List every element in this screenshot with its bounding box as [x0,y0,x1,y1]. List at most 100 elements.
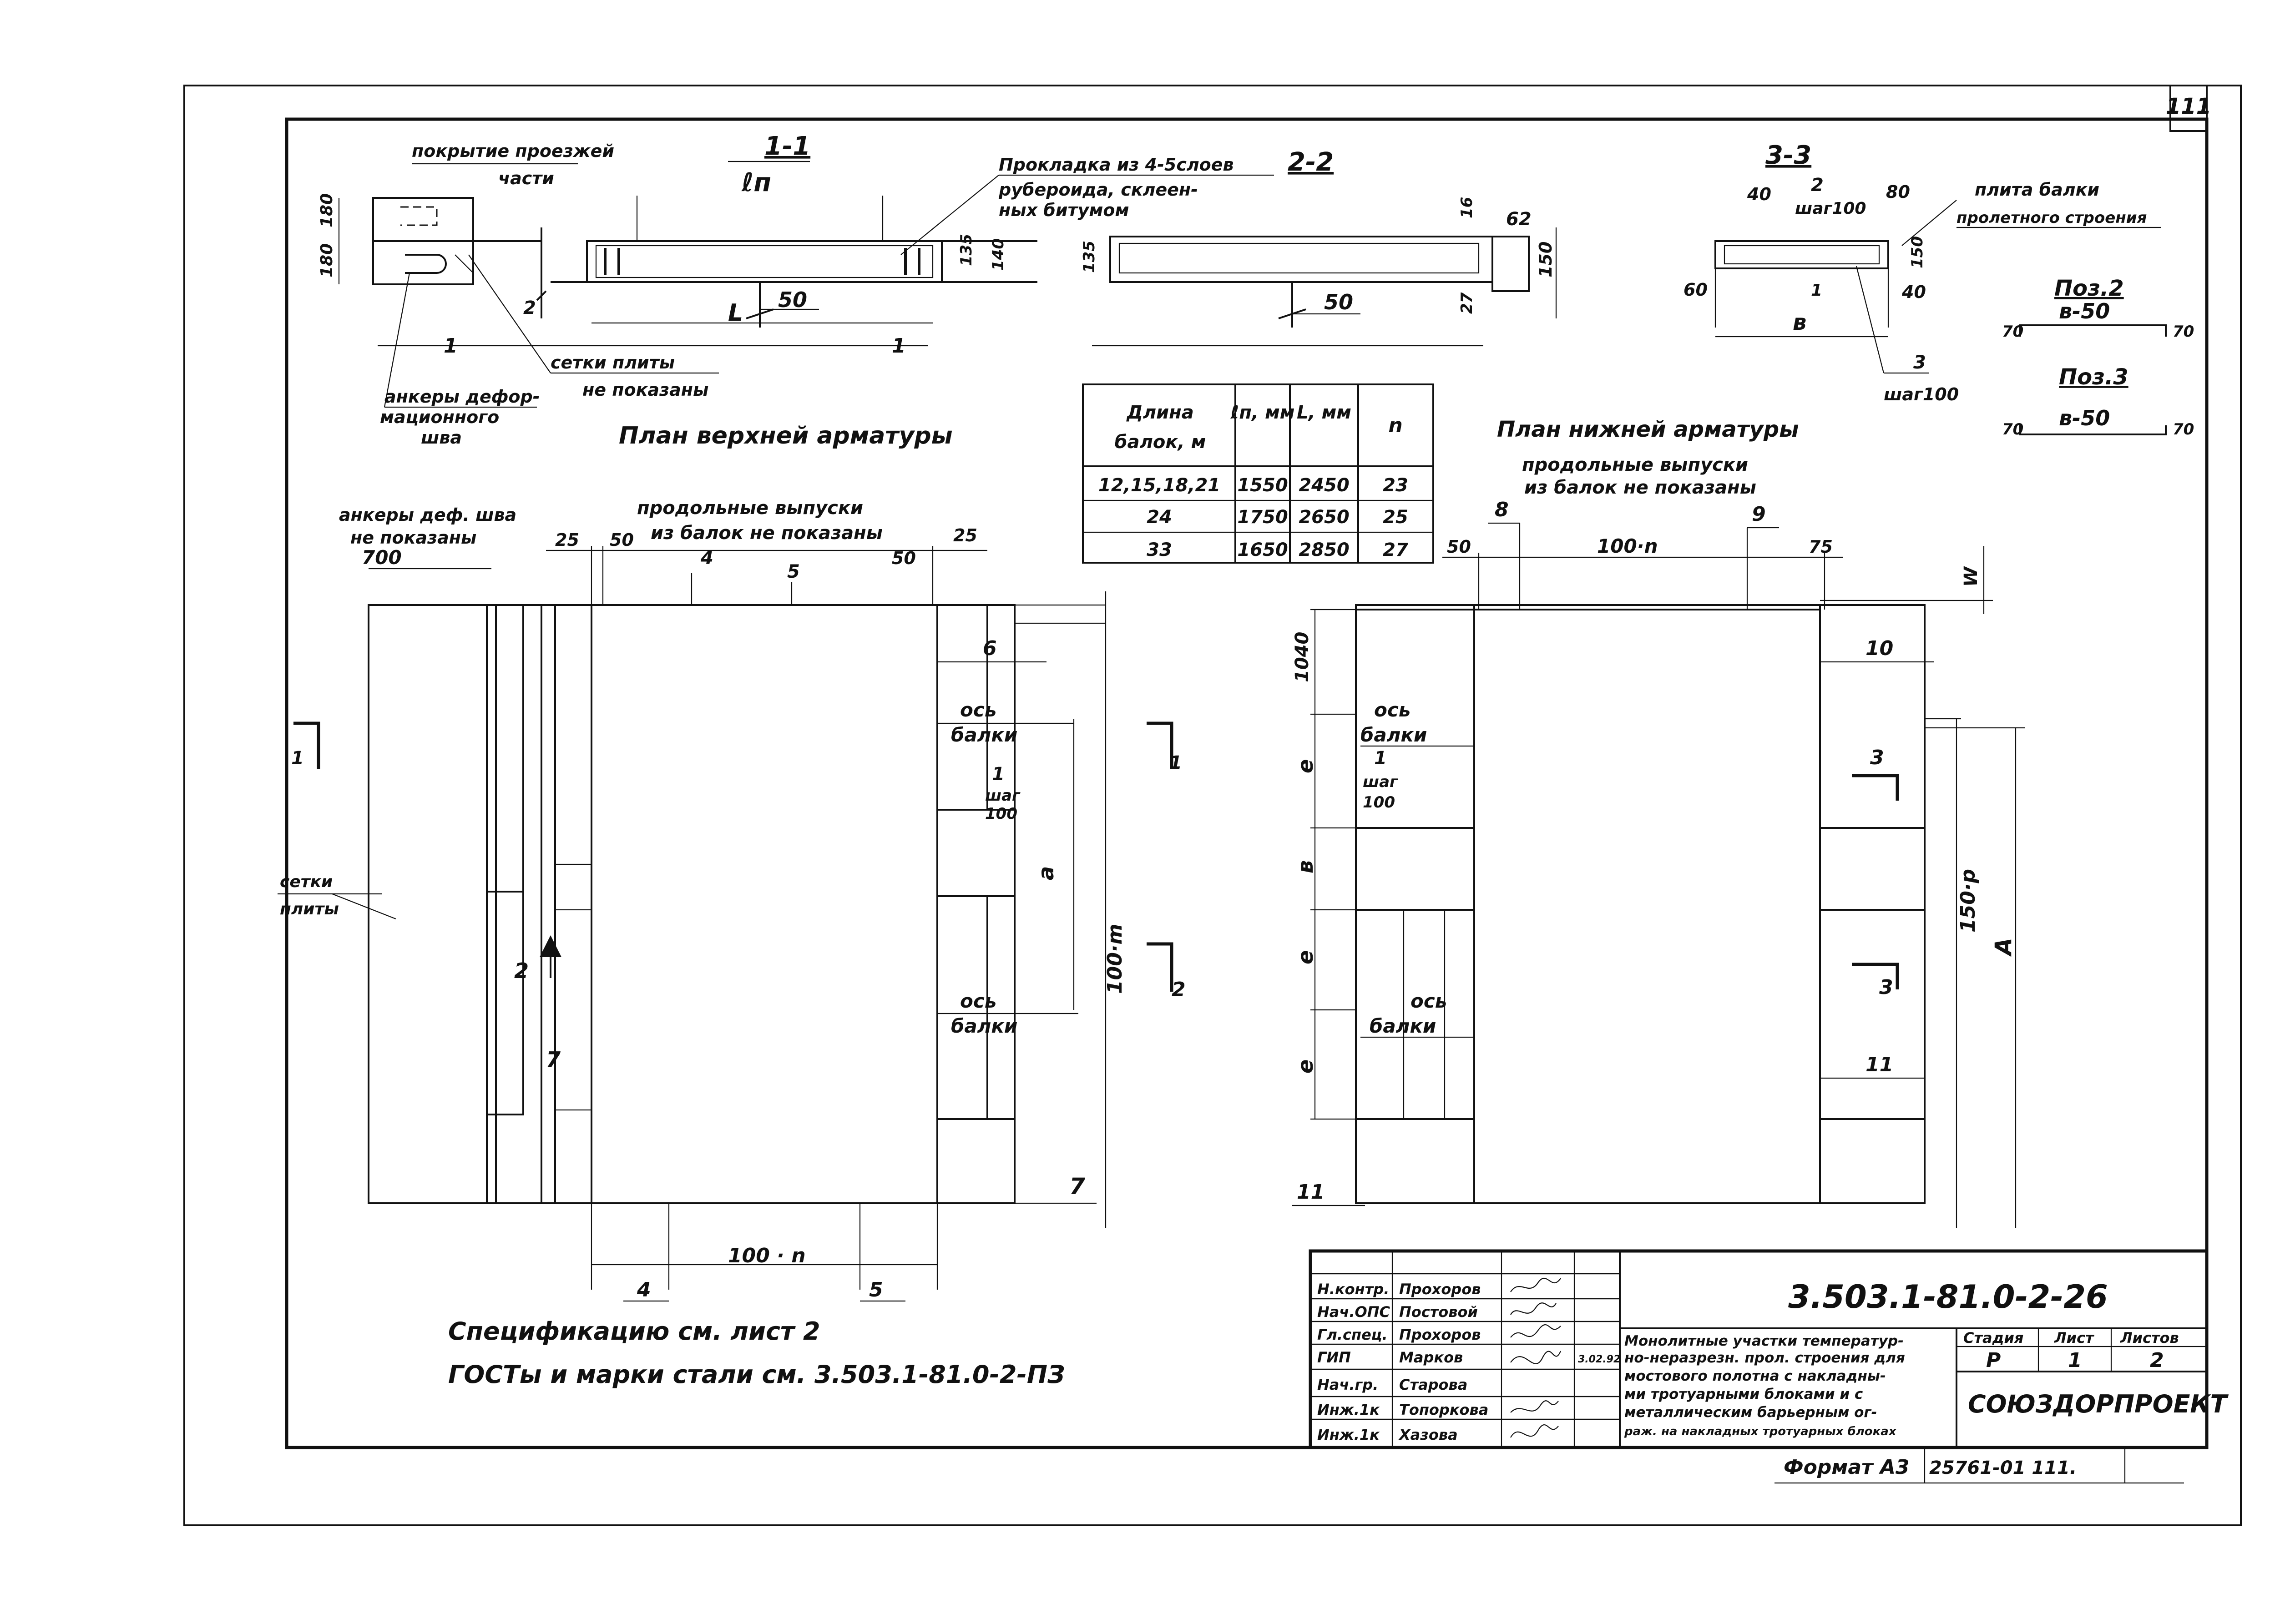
top-axis-1b: балки [951,724,1017,746]
bottom-dim-e1: e [1293,759,1318,773]
dim-180-b: 180 [318,243,336,277]
svg-text:Монолитные участки температур-: Монолитные участки температур- [1624,1333,1904,1349]
svg-text:1550: 1550 [1237,475,1288,496]
pos3-title: Поз.3 [2059,364,2128,390]
name-column: Прохоров Постовой Прохоров Марков Старов… [1398,1281,1488,1443]
svg-text:2850: 2850 [1299,540,1349,560]
anchors-label-2: мационного [380,407,499,427]
svg-text:мостового полотна с накладны-: мостового полотна с накладны- [1624,1368,1886,1384]
svg-text:Н.контр.: Н.контр. [1317,1281,1389,1298]
dim-16: 16 [1458,197,1476,218]
bottom-mark-10: 10 [1866,637,1893,660]
dim-2-135: 135 [1080,241,1098,273]
pos2-hook-l: 70 [2002,323,2023,341]
svg-text:12,15,18,21: 12,15,18,21 [1098,475,1220,496]
bottom-mark-8: 8 [1495,498,1509,521]
positions: Поз.2 в-50 70 70 Поз.3 в-50 70 70 [2002,276,2194,439]
dim-2-50: 50 [1324,290,1353,314]
top-dim-25b: 25 [953,525,977,545]
mark-3-1: 1 [1811,281,1822,300]
sheets-label: Листов [2120,1329,2179,1347]
svg-text:Прохоров: Прохоров [1399,1281,1481,1298]
top-plan-title: План верхней арматуры [619,422,953,449]
pos3-hook-l: 70 [2002,420,2023,439]
dim-700: 700 [362,546,402,569]
svg-text:1: 1 [1169,752,1182,773]
dim-50: 50 [778,287,807,312]
dim-62: 62 [1506,209,1532,230]
dim-3-40a: 40 [1747,184,1771,204]
svg-text:раж. на накладных тротуарных б: раж. на накладных тротуарных блоках [1624,1425,1897,1438]
table-row: 24 1750 2650 25 [1147,507,1408,528]
bottom-outlets-2: из балок не показаны [1524,477,1756,498]
svg-text:3: 3 [1870,746,1884,769]
mark-3-3: 3 [1913,352,1926,373]
bottom-mark-11a: 11 [1866,1053,1893,1076]
svg-text:металлическим барьерным ог-: металлическим барьерным ог- [1624,1404,1877,1421]
bottom-axis-1b: балки [1360,724,1427,746]
top-mark-5b: 5 [869,1278,883,1301]
dim-140: 140 [989,238,1007,271]
svg-text:но-неразрезн. прол. строения д: но-неразрезн. прол. строения для [1624,1350,1905,1366]
mark-2: 2 [523,298,536,318]
svg-text:Хазова: Хазова [1398,1426,1458,1443]
slab-mesh-label-2: не показаны [582,380,708,400]
top-dim-50a: 50 [610,530,634,550]
bottom-dim-e3: e [1293,1059,1318,1074]
bottom-step-2: 100 [1363,793,1395,812]
mark-1b: 1 [892,334,906,358]
gasket-label-3: ных битумом [999,200,1129,220]
bottom-plan: План нижней арматуры продольные выпуски … [1292,417,2025,1228]
mark-1: 1 [444,334,458,358]
table-header-L: L, мм [1297,402,1351,423]
svg-text:25: 25 [1383,507,1408,528]
svg-text:1: 1 [291,748,304,769]
sign-date: 3.02.92 [1578,1354,1620,1365]
bottom-dim-150p: 150·p [1956,869,1980,933]
svg-text:24: 24 [1147,507,1172,528]
step-3: шаг100 [1884,384,1959,404]
bottom-dim-e2: e [1293,950,1318,964]
top-anchors-2: не показаны [350,528,476,548]
top-axis-2b: балки [951,1015,1017,1037]
top-mesh-2: плиты [280,900,339,918]
section-3-3-title: 3-3 [1765,141,1811,170]
top-mark-2: 2 [514,958,529,983]
mark-3-2: 2 [1811,175,1824,196]
archive-number: 25761-01 111. [1929,1458,2077,1478]
stage-label: Стадия [1963,1329,2023,1347]
note-spec: Спецификацию см. лист 2 [448,1317,820,1346]
svg-text:Марков: Марков [1399,1349,1463,1366]
top-step-2: 100 [985,805,1017,823]
top-step-1: шаг [985,787,1021,805]
dim-b: в [1793,310,1806,335]
anchors-label-3: шва [421,428,462,448]
outer-frame [183,85,2242,1526]
svg-text:Старова: Старова [1399,1376,1467,1393]
top-axis-1a: ось [960,699,996,721]
top-mark-5: 5 [787,561,800,582]
sheet-number-box: 111 [2166,85,2211,132]
pos3-label: в-50 [2059,406,2110,430]
top-mark-4b: 4 [637,1278,651,1301]
table-header-n: n [1388,414,1402,437]
road-surface-label-2: части [498,168,554,188]
gasket-label-1: Прокладка из 4-5слоев [999,155,1234,175]
svg-text:3: 3 [1879,976,1893,999]
section-2-2: Прокладка из 4-5слоев 2-2 рубероида, скл… [900,147,1557,347]
table-row: 33 1650 2850 27 [1147,540,1408,560]
bottom-mark-9: 9 [1752,503,1766,526]
top-anchors-1: анкеры деф. шва [339,505,516,525]
bottom-section-marks: 3 3 [1852,746,1899,999]
top-outlets-1: продольные выпуски [637,498,863,519]
dim-150: 150 [1536,242,1556,277]
sheet-number: 111 [2166,94,2211,119]
anchors-label-1: анкеры дефор- [384,387,540,407]
bottom-outlets-1: продольные выпуски [1522,454,1748,475]
svg-text:ми тротуарными блоками и с: ми тротуарными блоками и с [1624,1386,1863,1402]
top-dim-100m: 100·m [1103,924,1127,994]
bottom-mark-11b: 11 [1297,1180,1325,1204]
top-mark-7a: 7 [546,1047,561,1072]
bottom-axis-2a: ось [1410,990,1447,1012]
